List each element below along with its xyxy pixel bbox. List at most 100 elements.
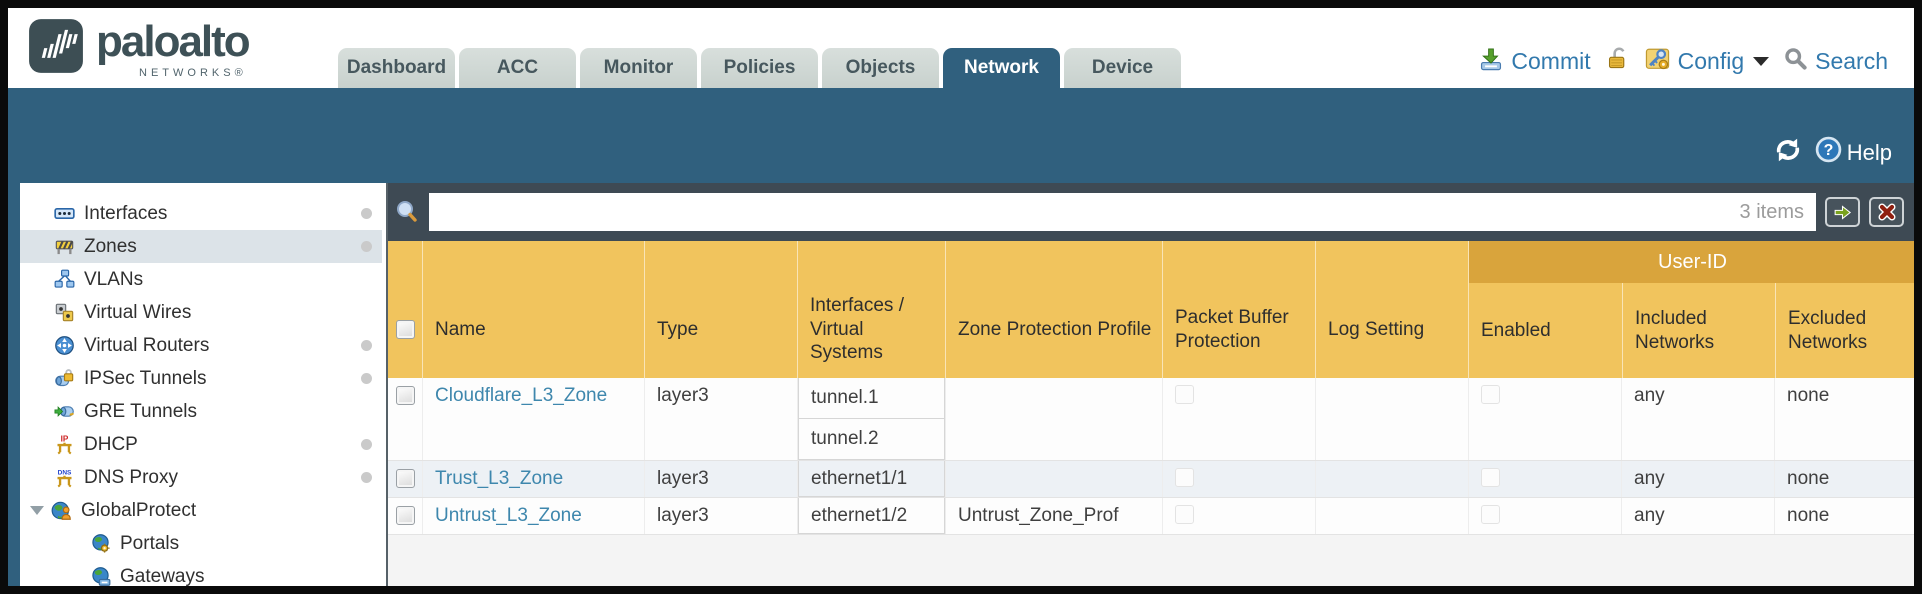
table-row: Trust_L3_Zone layer3 ethernet1/1 any non… (388, 461, 1914, 498)
excluded-networks-cell: none (1774, 498, 1914, 534)
sidebar-item-dns-proxy[interactable]: DNS DNS Proxy (20, 461, 382, 494)
status-dot (361, 340, 372, 351)
sidebar-divider (382, 183, 386, 586)
sidebar-item-virtual-routers[interactable]: Virtual Routers (20, 329, 382, 362)
ipsec-tunnels-icon (54, 368, 75, 389)
row-checkbox[interactable] (395, 469, 415, 488)
virtual-routers-icon (54, 335, 75, 356)
config-icon (1644, 45, 1671, 78)
network-sidebar: Interfaces Zones VLANs Virtual Wires (20, 183, 382, 586)
help-label: Help (1846, 139, 1892, 165)
column-header-type[interactable]: Type (644, 241, 797, 378)
user-id-enabled-checkbox (1481, 385, 1500, 404)
sidebar-item-gateways[interactable]: Gateways (20, 560, 382, 586)
dns-proxy-icon: DNS (54, 467, 75, 488)
lock-button[interactable] (1605, 46, 1630, 77)
tab-dashboard[interactable]: Dashboard (338, 48, 455, 88)
zone-name-link[interactable]: Untrust_L3_Zone (435, 505, 582, 526)
excluded-networks-cell: none (1774, 461, 1914, 497)
config-menu-button[interactable]: Config (1644, 45, 1770, 78)
tab-acc[interactable]: ACC (459, 48, 576, 88)
sidebar-item-globalprotect[interactable]: GlobalProtect (20, 494, 382, 527)
globalprotect-icon (51, 500, 72, 521)
included-networks-cell: any (1621, 461, 1774, 497)
lock-icon (1605, 46, 1630, 77)
user-id-column-group: User-ID Enabled Included Networks Exclud… (1468, 241, 1914, 378)
commit-icon (1478, 46, 1504, 78)
select-all-checkbox[interactable] (395, 320, 415, 339)
search-label: Search (1815, 48, 1888, 74)
zone-name-link[interactable]: Trust_L3_Zone (435, 468, 564, 489)
interface-entry: tunnel.1 (798, 378, 945, 419)
top-header-bar: paloalto NETWORKS® Dashboard ACC Monitor… (8, 8, 1914, 88)
dhcp-icon: IP (54, 434, 75, 455)
sidebar-item-zones[interactable]: Zones (20, 230, 382, 263)
svg-text:IP: IP (61, 435, 69, 444)
zone-protection-profile-cell (945, 378, 1162, 460)
interfaces-icon (54, 203, 75, 224)
portals-icon (90, 533, 111, 554)
clear-filter-button[interactable] (1869, 197, 1904, 227)
search-button[interactable]: Search (1783, 46, 1888, 77)
tab-device[interactable]: Device (1064, 48, 1181, 88)
virtual-wires-icon (54, 302, 75, 323)
chevron-down-icon (1753, 57, 1770, 66)
column-header-name[interactable]: Name (422, 241, 644, 378)
log-setting-cell (1315, 461, 1468, 497)
column-header-log-setting[interactable]: Log Setting (1315, 241, 1468, 378)
refresh-icon[interactable] (1774, 137, 1802, 169)
column-header-excluded-networks[interactable]: Excluded Networks (1775, 283, 1914, 378)
row-checkbox[interactable] (395, 506, 415, 525)
sidebar-item-gre-tunnels[interactable]: GRE Tunnels (20, 395, 382, 428)
svg-text:?: ? (1823, 142, 1833, 159)
sidebar-item-vlans[interactable]: VLANs (20, 263, 382, 296)
gre-tunnels-icon (54, 401, 75, 422)
zone-protection-profile-cell (945, 461, 1162, 497)
help-button[interactable]: ? Help (1815, 136, 1892, 169)
status-dot (361, 439, 372, 450)
tab-policies[interactable]: Policies (701, 48, 818, 88)
sidebar-item-dhcp[interactable]: IP DHCP (20, 428, 382, 461)
column-header-packet-buffer-protection[interactable]: Packet Buffer Protection (1162, 241, 1315, 378)
zone-type-cell: layer3 (644, 378, 797, 460)
apply-filter-button[interactable] (1825, 197, 1860, 227)
collapse-triangle-icon[interactable] (30, 506, 44, 515)
included-networks-cell: any (1621, 378, 1774, 460)
user-id-enabled-checkbox (1481, 468, 1500, 487)
main-nav-tabs: Dashboard ACC Monitor Policies Objects N… (338, 48, 1181, 88)
filter-input[interactable] (429, 193, 1740, 231)
filter-field: 3 items (429, 193, 1816, 231)
interface-entry: ethernet1/1 (798, 461, 945, 497)
column-header-interfaces[interactable]: Interfaces / Virtual Systems (797, 241, 945, 378)
column-header-zone-protection-profile[interactable]: Zone Protection Profile (945, 241, 1162, 378)
sidebar-item-virtual-wires[interactable]: Virtual Wires (20, 296, 382, 329)
column-header-included-networks[interactable]: Included Networks (1622, 283, 1775, 378)
table-row: Cloudflare_L3_Zone layer3 tunnel.1 tunne… (388, 378, 1914, 461)
brand-name: paloalto (96, 17, 251, 66)
brand-subtitle: NETWORKS® (139, 67, 247, 79)
zone-interfaces-cell: ethernet1/2 (797, 498, 945, 534)
included-networks-cell: any (1621, 498, 1774, 534)
zones-content-pane: 3 items Name Type Interfaces / Virtual S… (386, 183, 1914, 586)
row-checkbox[interactable] (395, 386, 415, 405)
svg-text:DNS: DNS (58, 470, 72, 477)
column-header-enabled[interactable]: Enabled (1481, 319, 1551, 341)
tab-monitor[interactable]: Monitor (580, 48, 697, 88)
zones-icon (54, 236, 75, 257)
gateways-icon (90, 566, 111, 586)
sidebar-item-interfaces[interactable]: Interfaces (20, 197, 382, 230)
zone-protection-profile-cell: Untrust_Zone_Prof (945, 498, 1162, 534)
sidebar-item-portals[interactable]: Portals (20, 527, 382, 560)
sidebar-item-ipsec-tunnels[interactable]: IPSec Tunnels (20, 362, 382, 395)
commit-button[interactable]: Commit (1478, 46, 1591, 78)
interface-entry: ethernet1/2 (798, 498, 945, 534)
user-id-group-header: User-ID (1469, 241, 1914, 283)
tab-network[interactable]: Network (943, 48, 1060, 88)
app-window: paloalto NETWORKS® Dashboard ACC Monitor… (8, 8, 1914, 586)
zone-name-link[interactable]: Cloudflare_L3_Zone (435, 385, 608, 406)
excluded-networks-cell: none (1774, 378, 1914, 460)
zone-type-cell: layer3 (644, 498, 797, 534)
items-count-label: 3 items (1739, 200, 1804, 223)
tab-objects[interactable]: Objects (822, 48, 939, 88)
